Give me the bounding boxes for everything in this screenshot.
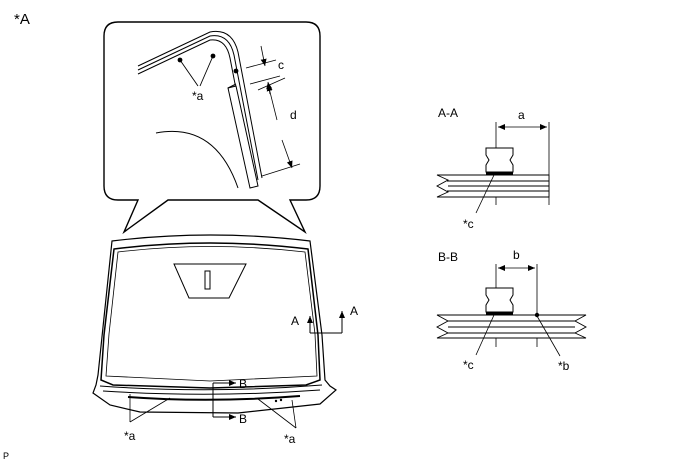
section-b-label-bottom: B [239,412,247,426]
section-bb-title: B-B [438,250,458,264]
callout-a-label: *a [192,89,204,103]
section-aa-title: A-A [438,106,458,120]
glass-edge-strip [227,85,259,189]
section-bb: B-B b *c *b [436,248,587,373]
windshield: A A B B *a *a [92,234,358,446]
mirror-mount-tab [204,270,211,290]
roof-molding-outer [137,30,263,179]
view-label: *A [14,11,30,28]
dam-strip [486,172,513,175]
roof-molding-mid [137,35,259,181]
marker-dot [279,398,283,402]
callout-a-left-label: *a [124,429,136,443]
roof-molding-inner [137,39,255,183]
callout-c-label: *c [463,358,474,372]
callout-bubble [103,21,321,235]
section-a-label-right: A [350,304,358,318]
adhesive-bead [485,147,514,173]
callout-b-label: *b [558,359,570,373]
windshield-inner-line [105,246,318,382]
section-aa: A-A a *c [436,106,550,231]
glass-layer [436,314,587,339]
dimension-c-label: c [278,58,284,72]
dam-strip [486,312,513,315]
lower-molding-2 [102,389,321,395]
lower-edge [127,395,301,401]
inner-curve [155,131,239,189]
marker-dot [274,399,278,403]
mirror-mount-outline [173,263,247,299]
dimension-b-label: b [513,248,520,262]
footer-code: P [3,451,9,461]
windshield-outer-outline [92,234,337,414]
section-a-label-left: A [291,314,299,328]
reference-point [534,312,540,318]
adhesive-bead [485,287,514,313]
callout-c-label: *c [463,217,474,231]
windshield-glass-edge [100,242,321,389]
detail-inset: *a c d [103,21,321,235]
dimension-a-label: a [518,108,525,122]
callout-a-right-label: *a [284,432,296,446]
lower-molding [99,384,323,391]
section-b-label-top: B [239,377,247,391]
dimension-d-label: d [290,108,297,122]
callout-dot [233,68,239,74]
